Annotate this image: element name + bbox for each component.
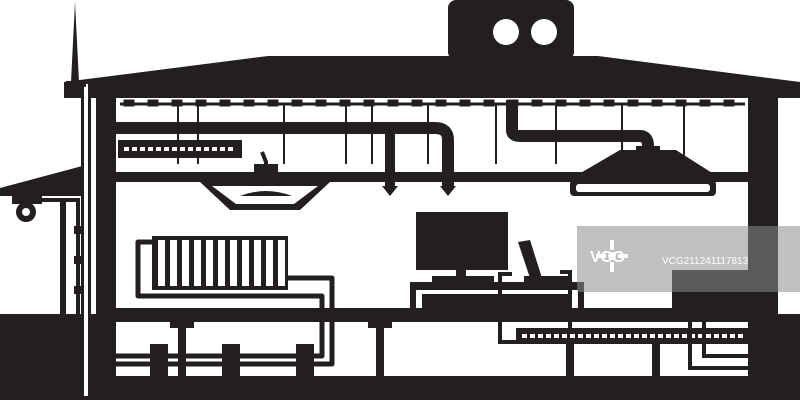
air-vent-arrow-1 (382, 186, 398, 196)
left-wall (96, 96, 116, 316)
range-hood (570, 146, 720, 196)
radiator-fin (230, 240, 237, 286)
radiator (152, 236, 288, 290)
camera-cable (42, 198, 82, 314)
basement-left-wall (96, 322, 116, 382)
ceiling-clip (411, 99, 423, 107)
ceiling-clip (267, 99, 279, 107)
basement-supports (150, 322, 660, 376)
ventilation-unit (118, 140, 242, 158)
laptop (518, 240, 568, 282)
ceiling-clip (315, 99, 327, 107)
radiator-fin (242, 240, 249, 286)
desk-cabling (498, 270, 572, 344)
ceiling-clip (675, 99, 687, 107)
ceiling-clip (555, 99, 567, 107)
ceiling-clip (627, 99, 639, 107)
air-vent-arrow-2 (440, 186, 456, 196)
radiator-fin (182, 240, 189, 286)
ceiling-clip (435, 99, 447, 107)
ceiling-clip (531, 99, 543, 107)
radiator-fin (254, 240, 261, 286)
canopy-roof (0, 165, 86, 196)
ceiling-clip (651, 99, 663, 107)
roof (64, 56, 800, 98)
ceiling-clip (363, 99, 375, 107)
ceiling-clip (195, 99, 207, 107)
radiator-fin (170, 240, 177, 286)
ceiling-clip (459, 99, 471, 107)
radiator-fin (158, 240, 165, 286)
watermark-code: VCG211241117813 (662, 256, 749, 267)
ceiling-clip (387, 99, 399, 107)
radiator-fin (266, 240, 273, 286)
radiator-fin (206, 240, 213, 286)
foundation (96, 376, 800, 400)
downpipe (66, 81, 91, 396)
chimney-vent-2 (531, 19, 557, 45)
ceiling-clip (291, 99, 303, 107)
ceiling-clip (483, 99, 495, 107)
floor-slab (96, 308, 778, 322)
watermark-brand: VCG (590, 249, 625, 266)
chimney-vent-1 (493, 19, 519, 45)
antenna (71, 2, 79, 82)
ceiling-clip (243, 99, 255, 107)
ceiling-clip (699, 99, 711, 107)
security-camera (12, 196, 42, 222)
ceiling-fixture (200, 164, 330, 210)
ceiling-clip (123, 99, 135, 107)
attic-ductwork (116, 100, 654, 188)
radiator-fin (194, 240, 201, 286)
floor-heater (516, 328, 748, 344)
ceiling-slab (96, 172, 778, 182)
ceiling-clip (219, 99, 231, 107)
basement-pipes (688, 322, 748, 370)
ceiling-clip (147, 99, 159, 107)
desk (410, 282, 584, 310)
ceiling-clip (603, 99, 615, 107)
ceiling-clip (579, 99, 591, 107)
computer-monitor (416, 212, 508, 282)
vcg-logo-icon (596, 240, 628, 272)
ceiling-clip (723, 99, 735, 107)
watermark-overlay: VCG VCG211241117813 (577, 226, 800, 292)
radiator-fin (218, 240, 225, 286)
radiator-fin (278, 240, 285, 286)
